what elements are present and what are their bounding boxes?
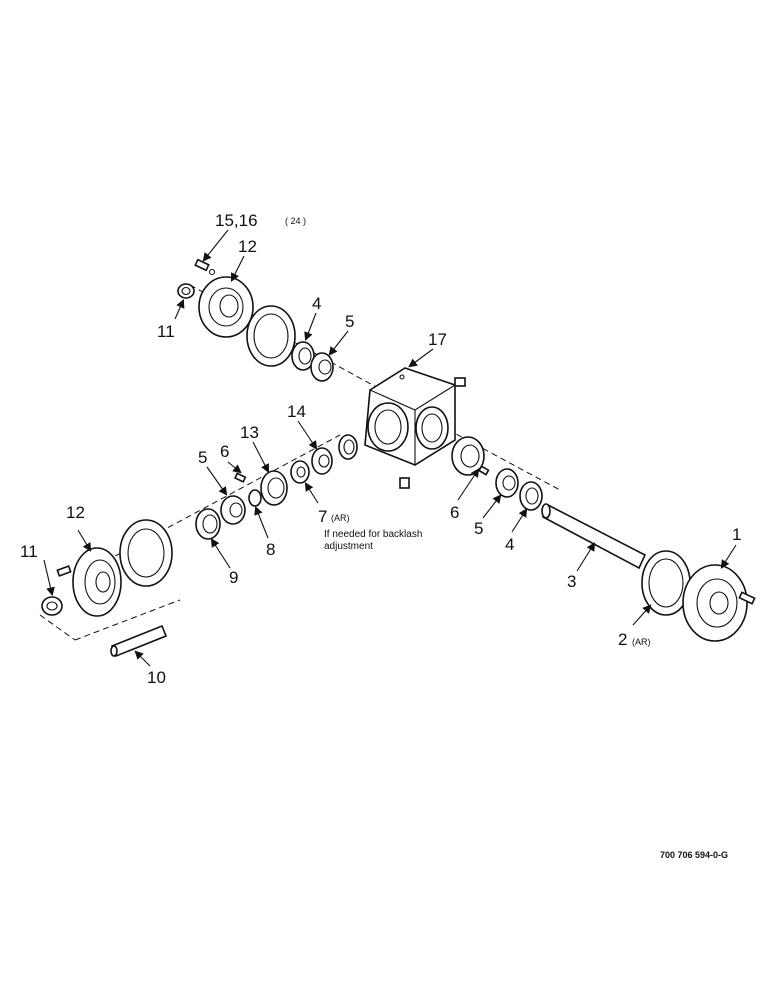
label-8: 8 (266, 540, 275, 559)
key-6-left (234, 472, 247, 483)
cap-bearing-11-left (41, 596, 63, 616)
gasket-top (246, 305, 296, 367)
key-6-right (477, 465, 490, 476)
gear-13 (260, 470, 288, 506)
shim-7 (290, 460, 310, 484)
label-12-left: 12 (66, 503, 85, 522)
shaft-3 (541, 503, 647, 570)
label-13: 13 (240, 423, 259, 442)
backlash-note-line2: adjustment (324, 541, 373, 552)
label-15-16-qty: ( 24 ) (285, 216, 306, 226)
shaft-10 (110, 624, 168, 658)
cap-bearing-11-top (177, 283, 195, 299)
label-7-qty: (AR) (331, 513, 350, 523)
cap-12-left (72, 547, 122, 617)
cone-14 (311, 447, 333, 475)
bolt-left (56, 565, 72, 577)
label-6-right: 6 (450, 503, 459, 522)
label-14: 14 (287, 402, 306, 421)
cup-4-top (291, 341, 315, 371)
backlash-note-line1: If needed for backlash (324, 529, 422, 540)
cap-1 (682, 564, 748, 642)
cup-left-inner (338, 434, 358, 460)
cup-9 (195, 508, 221, 540)
label-15-16: 15,16 (215, 211, 258, 230)
label-5-left: 5 (198, 448, 207, 467)
callout-labels: 15,16 ( 24 ) 12 11 4 5 17 14 13 6 5 7 (A… (20, 211, 741, 687)
cap-12-top (198, 276, 254, 338)
label-1: 1 (732, 525, 741, 544)
label-10: 10 (147, 668, 166, 687)
gear-6-right (451, 436, 485, 476)
figure-reference: 700 706 594-0-G (660, 850, 728, 860)
label-4-right: 4 (505, 535, 514, 554)
leader-lines (43, 229, 737, 667)
cup-4-right (519, 481, 543, 511)
label-11-left: 11 (20, 542, 38, 561)
bolt-15-16-top (194, 258, 216, 276)
gear-housing (364, 367, 466, 489)
label-6-left: 6 (220, 442, 229, 461)
label-3: 3 (567, 572, 576, 591)
label-7: 7 (318, 507, 327, 526)
label-2-qty: (AR) (632, 637, 651, 647)
label-2: 2 (618, 630, 627, 649)
cone-5-left (220, 495, 246, 525)
label-11-top: 11 (157, 322, 175, 341)
cone-5-right (495, 468, 519, 498)
cone-5-top (310, 352, 334, 382)
label-5-top: 5 (345, 312, 354, 331)
label-5-right: 5 (474, 519, 483, 538)
label-9: 9 (229, 568, 238, 587)
label-4-top: 4 (312, 294, 321, 313)
spacer-ring-left (119, 519, 173, 587)
washer-8 (248, 489, 262, 507)
bolt-right (738, 591, 756, 605)
label-17: 17 (428, 330, 447, 349)
label-12-top: 12 (238, 237, 257, 256)
